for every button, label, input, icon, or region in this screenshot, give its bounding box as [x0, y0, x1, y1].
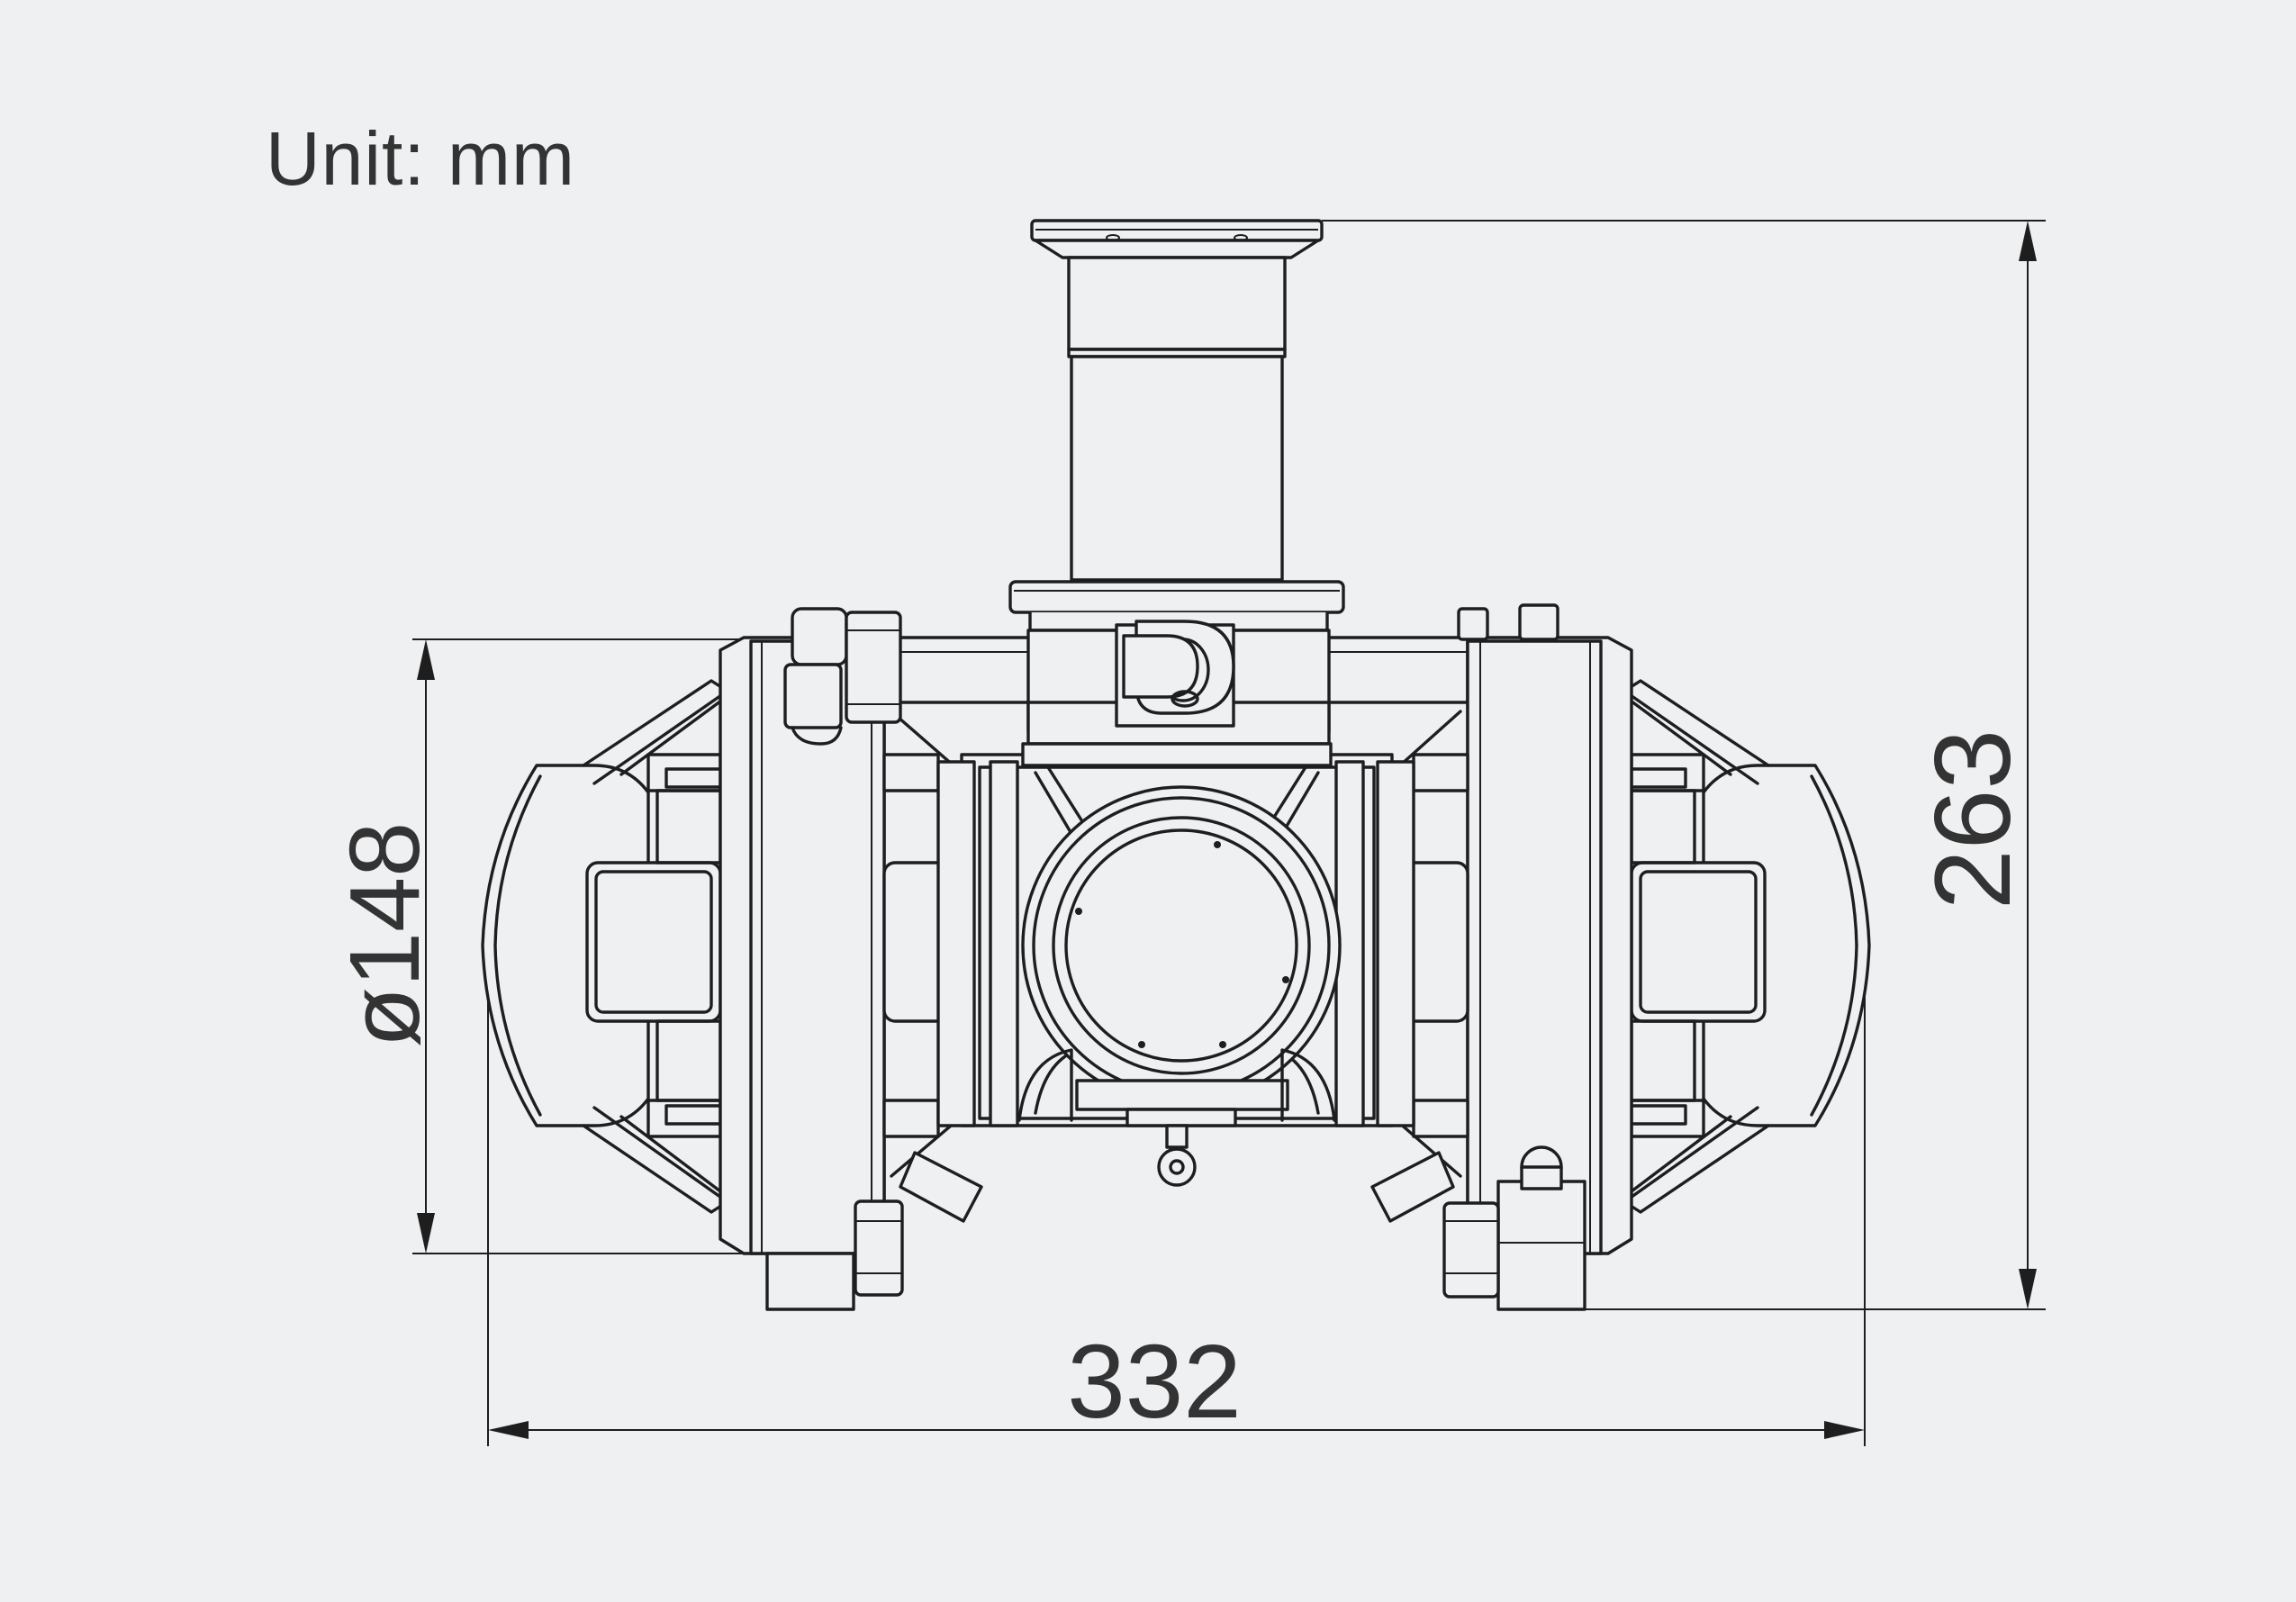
width-value: 332: [1067, 1323, 1242, 1440]
right-bottom-nut: [1442, 1201, 1500, 1299]
cross-bar: [890, 620, 1469, 746]
left-angled-fitting: [899, 1151, 983, 1223]
diameter-dimension: ø148: [330, 638, 756, 1254]
width-dimension: 332: [487, 973, 1866, 1446]
width-arrow-right: [1824, 1421, 1865, 1439]
height-arrow-bottom: [2019, 1269, 2037, 1309]
hub-drain-plug: [1157, 1147, 1197, 1187]
left-housing-plate: [749, 639, 886, 1255]
unit-label: Unit: mm: [266, 116, 575, 201]
top-mount: [1008, 219, 1345, 632]
diameter-arrow-top: [417, 639, 435, 680]
hub-bottom-bracket: [1075, 1079, 1289, 1111]
right-angled-fitting: [1370, 1151, 1455, 1223]
height-dimension: 263: [1322, 220, 2046, 1310]
upper-shaft: [1067, 256, 1287, 351]
body-rail-left: [989, 760, 1019, 1127]
width-arrow-left: [488, 1421, 529, 1439]
body-top: [1021, 742, 1333, 767]
left-bottom-block: [765, 1252, 855, 1311]
left-bottom-nut: [854, 1199, 904, 1297]
left-top-nut: [845, 611, 902, 724]
right-fin-middle: [1630, 861, 1767, 1023]
right-motor-unit: [1370, 603, 1871, 1311]
right-top-cap-a: [1457, 607, 1489, 641]
diameter-arrow-bottom: [417, 1213, 435, 1254]
center-body: [960, 742, 1394, 1187]
mount-taper: [1034, 239, 1320, 259]
height-arrow-top: [2019, 221, 2037, 261]
right-top-cap-b: [1518, 603, 1559, 641]
right-end-cap: [1702, 764, 1871, 1127]
mid-flange: [1008, 580, 1345, 614]
left-top-fitting: [791, 607, 848, 666]
left-end-cap: [481, 764, 650, 1127]
elbow-pipe: [1122, 634, 1199, 699]
left-fin-middle: [585, 861, 722, 1023]
diameter-value: ø148: [330, 822, 440, 1048]
right-bottom-block: [1496, 1180, 1586, 1311]
left-motor-unit: [481, 607, 983, 1311]
height-value: 263: [1912, 729, 2033, 910]
lower-shaft: [1070, 355, 1284, 582]
